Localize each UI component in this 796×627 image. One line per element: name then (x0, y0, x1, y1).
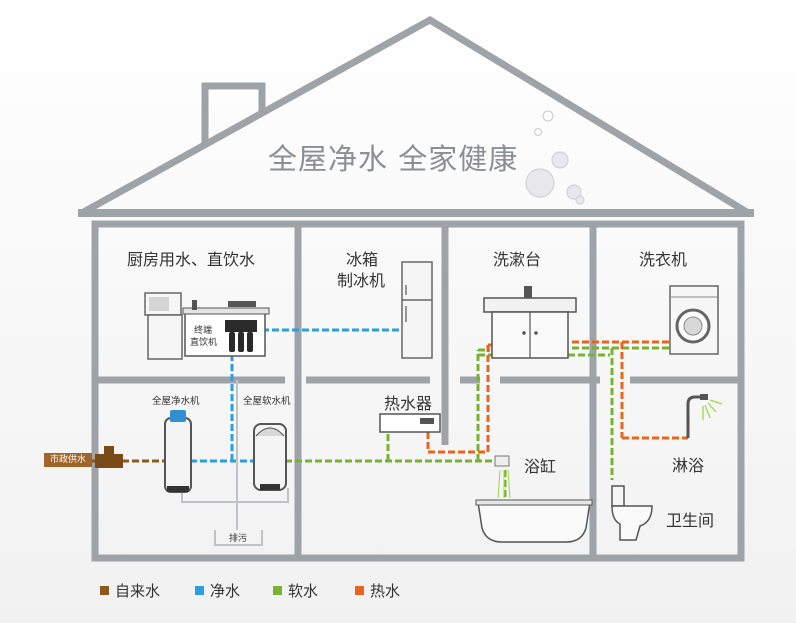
washing-machine (669, 285, 719, 355)
label-whole-softener: 全屋软水机 (243, 396, 291, 407)
label-direct-drinker: 直饮机 (190, 338, 218, 348)
page-title: 全屋净水 全家健康 (268, 142, 519, 176)
room-label-water-heater: 热水器 (384, 394, 433, 413)
room-label-toilet: 卫生间 (666, 511, 715, 530)
label-terminal: 终端 (194, 326, 213, 336)
legend-label: 热水 (370, 582, 401, 600)
legend-swatch (355, 586, 364, 595)
room-label-bathtub: 浴缸 (524, 457, 557, 476)
legend-swatch (100, 586, 109, 595)
water-heater (379, 413, 441, 433)
label-drain: 排污 (229, 534, 248, 544)
toilet (611, 485, 653, 541)
kitchen-counter (182, 300, 270, 357)
room-label-washer: 洗衣机 (639, 250, 688, 269)
room-label-fridge: 冰箱 (346, 250, 379, 269)
bubbles-decoration (525, 110, 585, 205)
legend-label: 自来水 (115, 582, 161, 600)
legend-label: 净水 (210, 582, 241, 600)
pipe-hot-water (426, 340, 688, 454)
legend-pure-water: 净水 (195, 580, 240, 601)
legend-label: 软水 (288, 582, 319, 600)
pipe-soft-water (285, 346, 670, 500)
mini-fridge (147, 314, 183, 360)
label-city-water: 市政供水 (44, 453, 92, 467)
microwave (144, 292, 182, 316)
house-walls (91, 220, 745, 562)
legend-swatch (195, 586, 204, 595)
room-label-shower: 淋浴 (672, 456, 705, 475)
room-label-washbasin: 洗漱台 (493, 250, 542, 269)
drain-tray (181, 380, 289, 546)
label-whole-purifier: 全屋净水机 (152, 396, 200, 407)
refrigerator (401, 261, 433, 359)
whole-house-purifier-device (164, 410, 192, 493)
legend-tap-water: 自来水 (100, 580, 160, 601)
legend-hot-water: 热水 (355, 580, 400, 601)
tap-valve (95, 446, 123, 468)
pipe-pure-water (190, 328, 400, 463)
eave (78, 209, 754, 217)
shower-head (686, 394, 723, 438)
room-label-kitchen: 厨房用水、直饮水 (127, 250, 256, 269)
whole-house-softener-device (253, 423, 287, 491)
roof (78, 15, 752, 218)
washbasin-cabinet (483, 286, 577, 359)
room-label-icemaker: 制冰机 (337, 271, 386, 290)
bathtub (475, 455, 593, 543)
legend-soft-water: 软水 (273, 580, 318, 601)
legend-swatch (273, 586, 282, 595)
